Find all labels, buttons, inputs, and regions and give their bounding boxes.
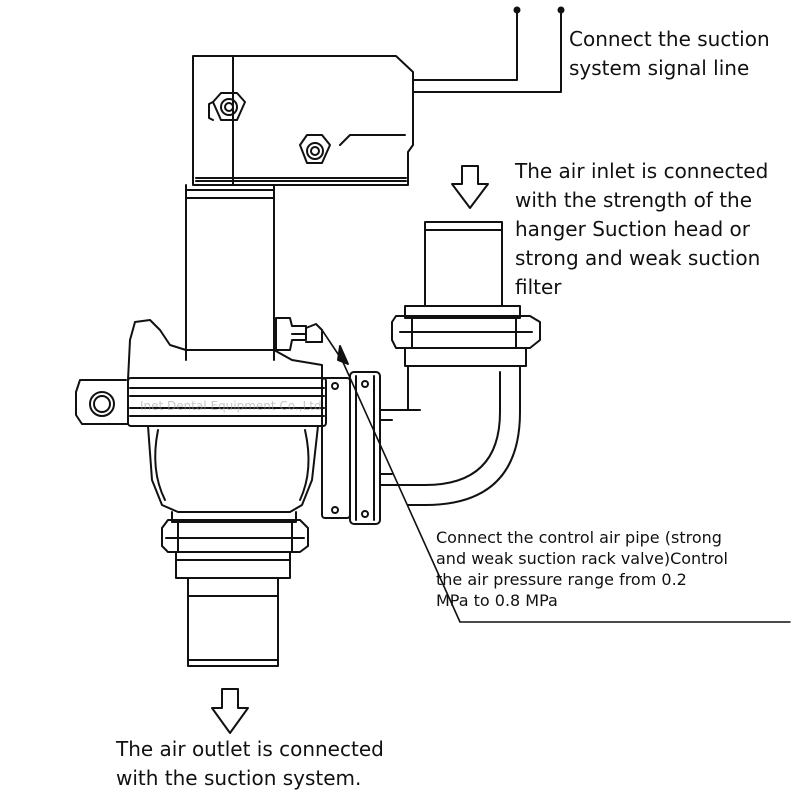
control-air-leader <box>321 329 791 623</box>
valve-body <box>75 319 327 513</box>
solenoid-housing <box>192 55 414 186</box>
outlet-arrow-icon <box>211 688 249 734</box>
valve-column <box>185 184 275 361</box>
pilot-fitting <box>275 317 323 351</box>
hex-nut-upper <box>208 92 246 121</box>
outlet-pipe <box>161 511 309 667</box>
hex-nut-lower <box>299 134 331 164</box>
signal-line-label: Connect the suction system signal line <box>569 27 770 80</box>
inlet-pipe <box>391 221 541 506</box>
air-inlet-label: The air inlet is connected with the stre… <box>515 159 769 299</box>
watermark-text: Inet Dental Equipment Co.,Ltd <box>140 399 322 413</box>
signal-wires <box>412 6 565 93</box>
inlet-arrow-icon <box>451 165 489 209</box>
air-outlet-label: The air outlet is connected with the suc… <box>116 737 384 790</box>
control-air-label: Connect the control air pipe (strong and… <box>436 528 728 610</box>
side-flange <box>321 371 409 525</box>
